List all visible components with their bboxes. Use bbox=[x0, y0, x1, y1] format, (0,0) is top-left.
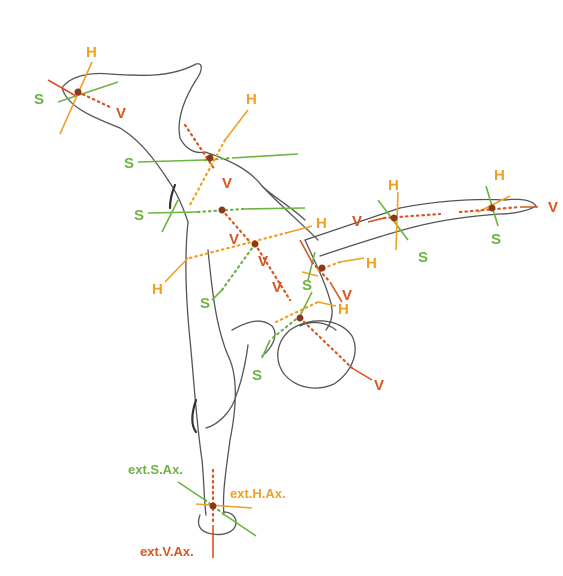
joint-dot bbox=[318, 264, 326, 272]
spine-joint-axes bbox=[164, 225, 313, 302]
label-v: V bbox=[222, 175, 232, 192]
elbow-joint-axes bbox=[367, 191, 442, 251]
label-h: H bbox=[366, 255, 377, 272]
label-h: H bbox=[388, 177, 399, 194]
label-v: V bbox=[229, 231, 239, 248]
joint-dot bbox=[74, 88, 82, 96]
hip-joint-axes bbox=[137, 109, 299, 207]
joint-dot bbox=[251, 240, 259, 248]
label-v: V bbox=[352, 213, 362, 230]
label-s: S bbox=[134, 207, 144, 224]
label-h: H bbox=[494, 167, 505, 184]
label-s: S bbox=[252, 367, 262, 384]
label-v: V bbox=[342, 287, 352, 304]
ankle-joint-axes bbox=[177, 468, 257, 558]
joint-dot bbox=[488, 204, 496, 212]
label-h: H bbox=[86, 44, 97, 61]
label-h: H bbox=[338, 301, 349, 318]
label-s: S bbox=[302, 277, 312, 294]
wrist-joint-axes bbox=[458, 185, 538, 227]
shoulder-joint-axes bbox=[299, 239, 365, 303]
joint-dot bbox=[218, 206, 226, 214]
label-s: S bbox=[418, 249, 428, 266]
joint-dot bbox=[296, 314, 304, 322]
joint-dot bbox=[209, 502, 217, 510]
pelvis-joint-axes bbox=[147, 199, 306, 244]
joint-dot bbox=[390, 214, 398, 222]
label-s: S bbox=[124, 155, 134, 172]
label-ext-h-axis: ext.H.Ax. bbox=[230, 486, 286, 501]
label-v: V bbox=[116, 105, 126, 122]
label-h: H bbox=[246, 91, 257, 108]
label-v: V bbox=[258, 253, 268, 270]
neck-joint-axes bbox=[261, 291, 373, 381]
label-h: H bbox=[316, 215, 327, 232]
label-s: S bbox=[34, 91, 44, 108]
axis-labels: H S V H S V S V H H V S H S V V H S V H … bbox=[34, 44, 558, 559]
label-ext-s-axis: ext.S.Ax. bbox=[128, 462, 183, 477]
foot-joint-axes bbox=[47, 61, 119, 135]
label-v: V bbox=[272, 279, 282, 296]
label-h: H bbox=[152, 281, 163, 298]
label-v: V bbox=[548, 199, 558, 216]
joint-dot bbox=[206, 154, 214, 162]
label-ext-v-axis: ext.V.Ax. bbox=[140, 544, 194, 559]
label-s: S bbox=[200, 295, 210, 312]
label-s: S bbox=[491, 231, 501, 248]
label-v: V bbox=[374, 377, 384, 394]
